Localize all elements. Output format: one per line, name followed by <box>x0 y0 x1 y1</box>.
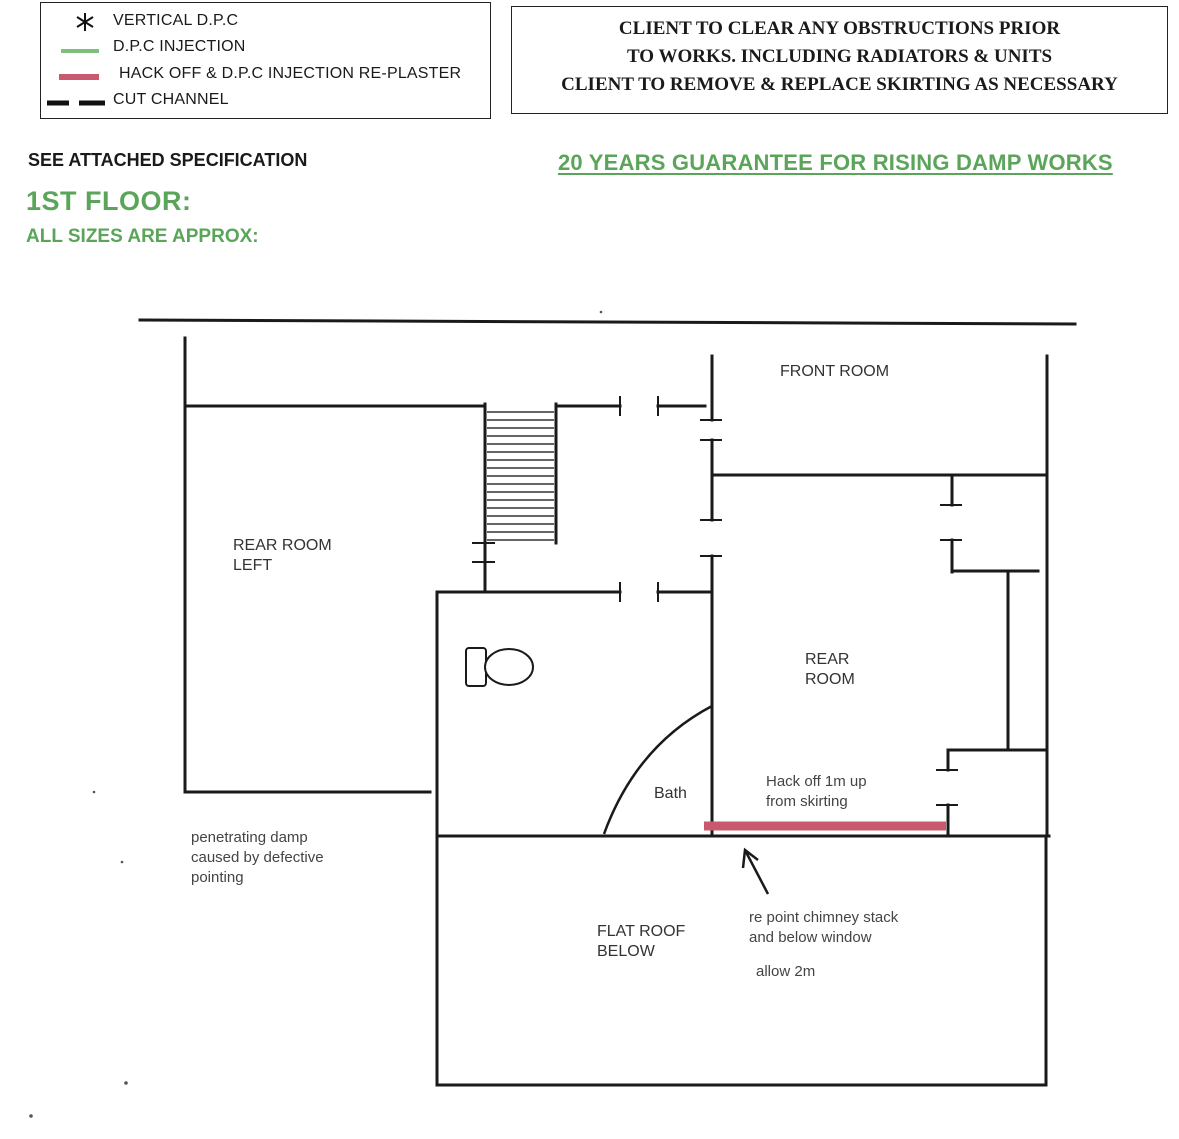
room-label-rear: REAR ROOM <box>805 651 855 688</box>
toilet-icon <box>465 647 534 687</box>
guarantee-heading: 20 YEARS GUARANTEE FOR RISING DAMP WORKS <box>558 150 1113 175</box>
floor-title: 1ST FLOOR: <box>26 186 192 216</box>
spec-note: SEE ATTACHED SPECIFICATION <box>28 150 308 170</box>
legend-item-dpc-injection: D.P.C INJECTION <box>41 35 490 59</box>
legend: VERTICAL D.P.C D.P.C INJECTION HACK OFF … <box>40 2 491 119</box>
legend-label: CUT CHANNEL <box>113 91 229 108</box>
legend-item-vertical-dpc: VERTICAL D.P.C <box>41 9 490 33</box>
room-label-front: FRONT ROOM <box>780 363 890 380</box>
room-label-bath: Bath <box>654 785 687 802</box>
legend-item-cut-channel: CUT CHANNEL <box>41 88 490 112</box>
legend-label: VERTICAL D.P.C <box>113 12 239 29</box>
arrow-icon <box>741 847 770 895</box>
note-penetrating-damp: penetrating damp caused by defective poi… <box>191 829 324 886</box>
green-line-icon <box>61 49 99 53</box>
room-label-rear-left: REAR ROOM LEFT <box>233 537 332 574</box>
client-notice: CLIENT TO CLEAR ANY OBSTRUCTIONS PRIOR T… <box>511 6 1168 114</box>
boundary-line <box>138 318 1077 326</box>
notice-line: CLIENT TO REMOVE & REPLACE SKIRTING AS N… <box>561 74 1118 95</box>
dashed-line-icon <box>47 100 105 106</box>
legend-label: HACK OFF & D.P.C INJECTION RE-PLASTER <box>119 65 462 82</box>
note-allow: allow 2m <box>756 963 816 980</box>
legend-label: D.P.C INJECTION <box>113 38 246 55</box>
staircase <box>487 411 554 541</box>
sizes-note: ALL SIZES ARE APPROX: <box>26 226 259 247</box>
room-label-flat-roof: FLAT ROOF BELOW <box>597 923 686 960</box>
notice-line: TO WORKS. INCLUDING RADIATORS & UNITS <box>626 46 1053 67</box>
red-line-icon <box>59 74 99 80</box>
note-repoint: re point chimney stack and below window <box>749 909 899 946</box>
legend-item-hack-off: HACK OFF & D.P.C INJECTION RE-PLASTER <box>41 62 490 86</box>
bath-curve <box>602 704 713 835</box>
notice-line: CLIENT TO CLEAR ANY OBSTRUCTIONS PRIOR <box>618 18 1061 39</box>
note-hack-off: Hack off 1m up from skirting <box>766 773 867 810</box>
asterisk-icon <box>76 13 94 31</box>
